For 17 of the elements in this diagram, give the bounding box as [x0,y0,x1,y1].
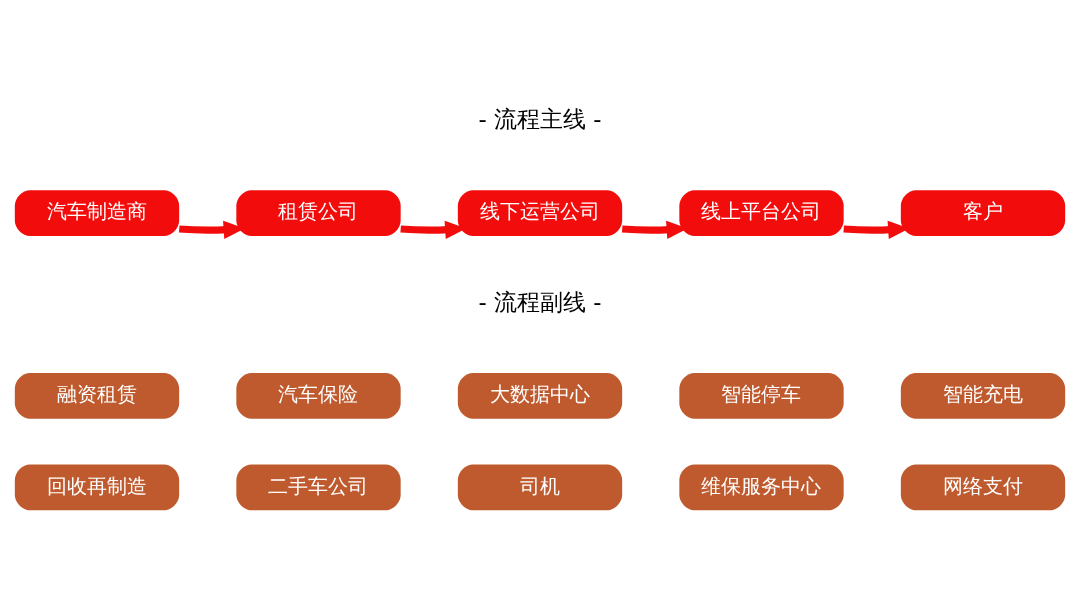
node-box: 网络支付 [900,464,1066,510]
node-box: 司机 [457,464,623,510]
node-box: 线下运营公司 [457,189,623,236]
node-box: 智能充电 [900,372,1066,419]
node-box: 租赁公司 [236,189,401,236]
node-box: 客户 [900,189,1066,236]
node-box: 二手车公司 [236,464,401,510]
node-box: 融资租赁 [14,372,180,419]
node-box: 线上平台公司 [679,189,844,236]
label: - 流程副线 - [478,288,602,315]
node-box: 维保服务中心 [679,464,844,510]
node-box: 智能停车 [679,372,844,419]
node-box: 回收再制造 [14,464,180,510]
label: - 流程主线 - [478,105,602,132]
node-box: 汽车制造商 [14,189,180,236]
node-box: 汽车保险 [236,372,401,419]
node-box: 大数据中心 [457,372,623,419]
